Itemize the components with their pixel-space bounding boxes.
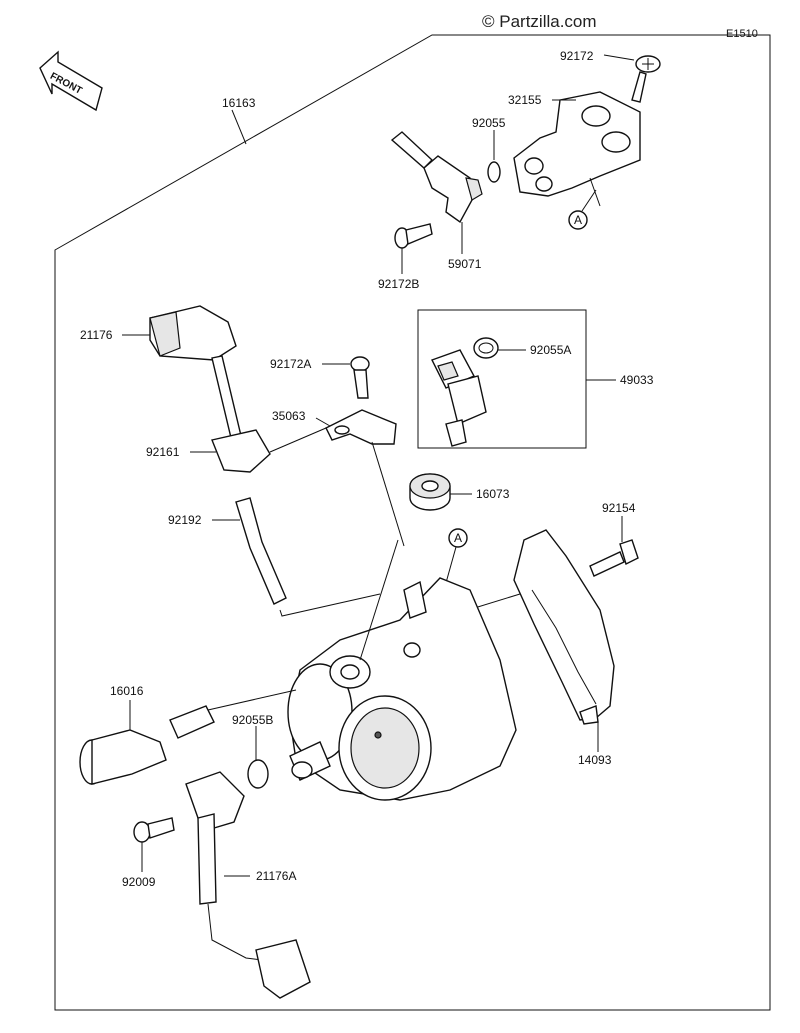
o-ring-92055b <box>247 759 269 789</box>
label-14093: 14093 <box>578 753 612 767</box>
o-ring-92055 <box>487 161 501 183</box>
hose-92192 <box>235 497 287 605</box>
screw-92172b <box>394 223 433 249</box>
cover-14093 <box>513 529 615 725</box>
sensor-49033 <box>431 349 487 447</box>
bolt-92009 <box>133 817 175 843</box>
leader-92172 <box>603 54 635 61</box>
label-92055: 92055 <box>472 116 506 130</box>
label-92172b: 92172B <box>378 277 419 291</box>
label-32155: 32155 <box>508 93 542 107</box>
label-92055b: 92055B <box>232 713 273 727</box>
connector-5 <box>359 539 399 661</box>
label-92161: 92161 <box>146 445 180 459</box>
label-92172: 92172 <box>560 49 594 63</box>
assembly-outline <box>54 34 771 1011</box>
idle-control-16016 <box>79 705 215 785</box>
sensor-box-49033 <box>417 309 587 449</box>
label-16163: 16163 <box>222 96 256 110</box>
connector-6 <box>207 689 297 711</box>
bolt-92154 <box>589 539 639 577</box>
connector-3 <box>371 441 405 547</box>
label-35063: 35063 <box>272 409 306 423</box>
label-92172a: 92172A <box>270 357 311 371</box>
label-92154: 92154 <box>602 501 636 515</box>
front-arrow-icon: FRONT <box>39 50 103 112</box>
leader-35063 <box>315 417 331 427</box>
label-92192: 92192 <box>168 513 202 527</box>
screw-92172a <box>350 356 370 399</box>
diagram-code: E1510 <box>726 28 758 40</box>
marker-a-upper: A <box>568 189 597 230</box>
leader-16163 <box>231 109 247 145</box>
label-59071: 59071 <box>448 257 482 271</box>
svg-text:A: A <box>574 213 582 227</box>
sensor-59071 <box>390 131 483 224</box>
label-21176a: 21176A <box>256 869 296 883</box>
grommet-16073 <box>409 473 451 511</box>
watermark-text: © Partzilla.com <box>482 12 597 31</box>
svg-text:A: A <box>454 531 462 545</box>
label-92009: 92009 <box>122 875 156 889</box>
label-92055a: 92055A <box>530 343 571 357</box>
bracket-35063 <box>325 409 397 445</box>
connector-2 <box>279 593 381 617</box>
connector-1 <box>269 427 327 453</box>
screw-92172 <box>631 55 661 103</box>
throttle-body <box>287 577 517 801</box>
label-49033: 49033 <box>620 373 654 387</box>
label-16073: 16073 <box>476 487 510 501</box>
harness-21176a <box>185 771 311 999</box>
o-ring-92055a <box>473 337 499 359</box>
bracket-32155 <box>513 91 641 207</box>
label-21176: 21176 <box>80 328 113 342</box>
sensor-21176 <box>149 305 271 473</box>
label-16016: 16016 <box>110 684 144 698</box>
